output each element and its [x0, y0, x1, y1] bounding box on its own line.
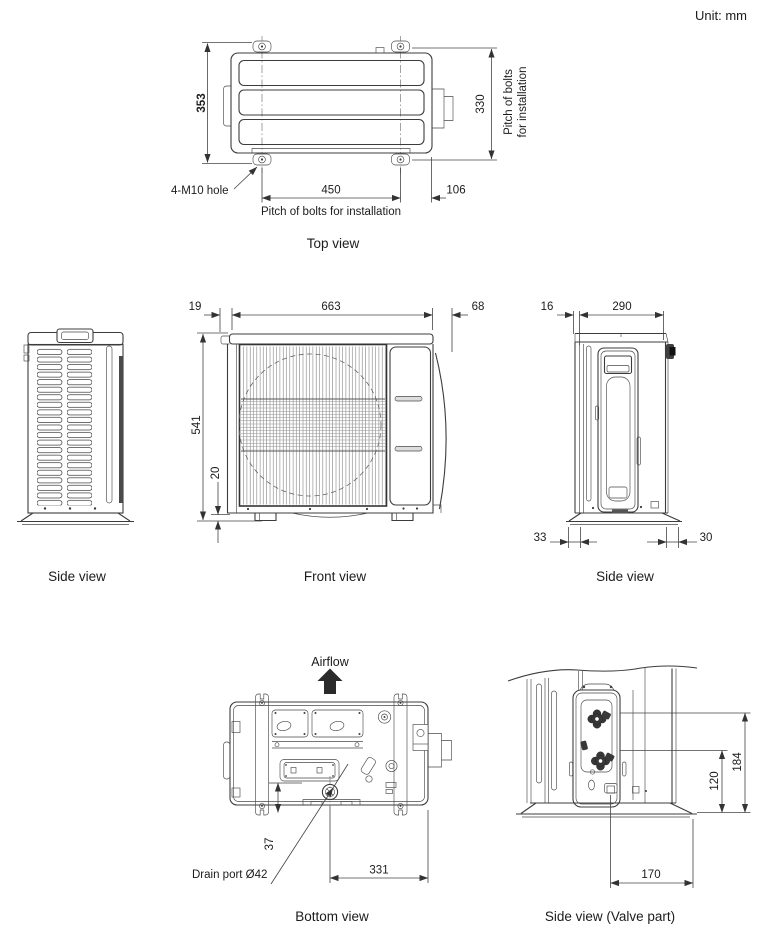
dim-353: 353: [196, 93, 208, 112]
bolt-bracket: [391, 40, 410, 53]
airflow-label: Airflow: [311, 655, 349, 669]
side-view-left-drawing: Side view: [17, 328, 134, 584]
unit-label: Unit: mm: [695, 8, 747, 23]
mounting-bracket: [393, 693, 408, 816]
bottom-view-drawing: Airflow: [192, 655, 452, 924]
valve-view-caption: Side view (Valve part): [545, 909, 675, 924]
dim-20: 20: [210, 467, 222, 480]
dim-68: 68: [472, 301, 485, 313]
top-body-outline: [230, 52, 433, 154]
side-view-right-drawing: 16 290 33 30 Side view: [534, 301, 713, 584]
dim-33: 33: [534, 532, 547, 544]
drain-port-label: Drain port Ø42: [192, 869, 267, 881]
side-handle-outline: [434, 352, 447, 510]
pitch-label-right-line1: Pitch of bolts: [503, 69, 515, 135]
top-view-drawing: 353 330 Pitch of bolts for installation …: [171, 36, 529, 251]
dim-37: 37: [264, 838, 276, 851]
m10-hole-label: 4-M10 hole: [171, 185, 229, 197]
pitch-label-bottom: Pitch of bolts for installation: [261, 206, 401, 218]
dim-16: 16: [541, 301, 554, 313]
dim-19: 19: [189, 301, 202, 313]
front-view-caption: Front view: [304, 569, 367, 584]
valve-view-drawing: 184 120 170 Side view (Valve part): [507, 665, 751, 924]
panel-handle-recess: [603, 355, 633, 375]
top-view-caption: Top view: [307, 236, 360, 251]
mounting-bracket: [255, 693, 269, 816]
dim-184: 184: [732, 752, 744, 772]
louver-grille: [37, 348, 92, 506]
service-panel: [597, 347, 639, 513]
foot: [391, 513, 414, 522]
dim-663: 663: [321, 301, 340, 313]
carry-handle: [56, 328, 94, 344]
dim-330: 330: [475, 94, 487, 113]
break-line: [507, 665, 698, 682]
pitch-label-right-line2: for installation: [517, 67, 529, 138]
foot: [254, 513, 277, 522]
dim-120: 120: [709, 771, 721, 790]
dim-331: 331: [369, 865, 388, 877]
compressor-plate: [279, 759, 340, 782]
dim-290: 290: [612, 301, 631, 313]
dim-106: 106: [446, 185, 465, 197]
bolt-bracket: [252, 40, 272, 53]
side-view-right-caption: Side view: [596, 569, 654, 584]
front-side-panel: [389, 346, 432, 506]
dim-541: 541: [191, 415, 203, 434]
bolt-bracket: [252, 153, 272, 166]
airflow-arrow-icon: [317, 668, 343, 694]
front-view-drawing: 19 663 68 541 20 Front view: [189, 301, 485, 584]
bolt-bracket: [391, 153, 410, 166]
front-body: [226, 344, 434, 514]
dim-170: 170: [641, 869, 660, 881]
dim-30: 30: [700, 532, 713, 544]
gas-service-valve: [587, 709, 611, 729]
bottom-view-caption: Bottom view: [295, 909, 369, 924]
dim-450: 450: [321, 185, 340, 197]
side-view-left-caption: Side view: [48, 569, 106, 584]
liquid-service-valve: [589, 751, 615, 775]
